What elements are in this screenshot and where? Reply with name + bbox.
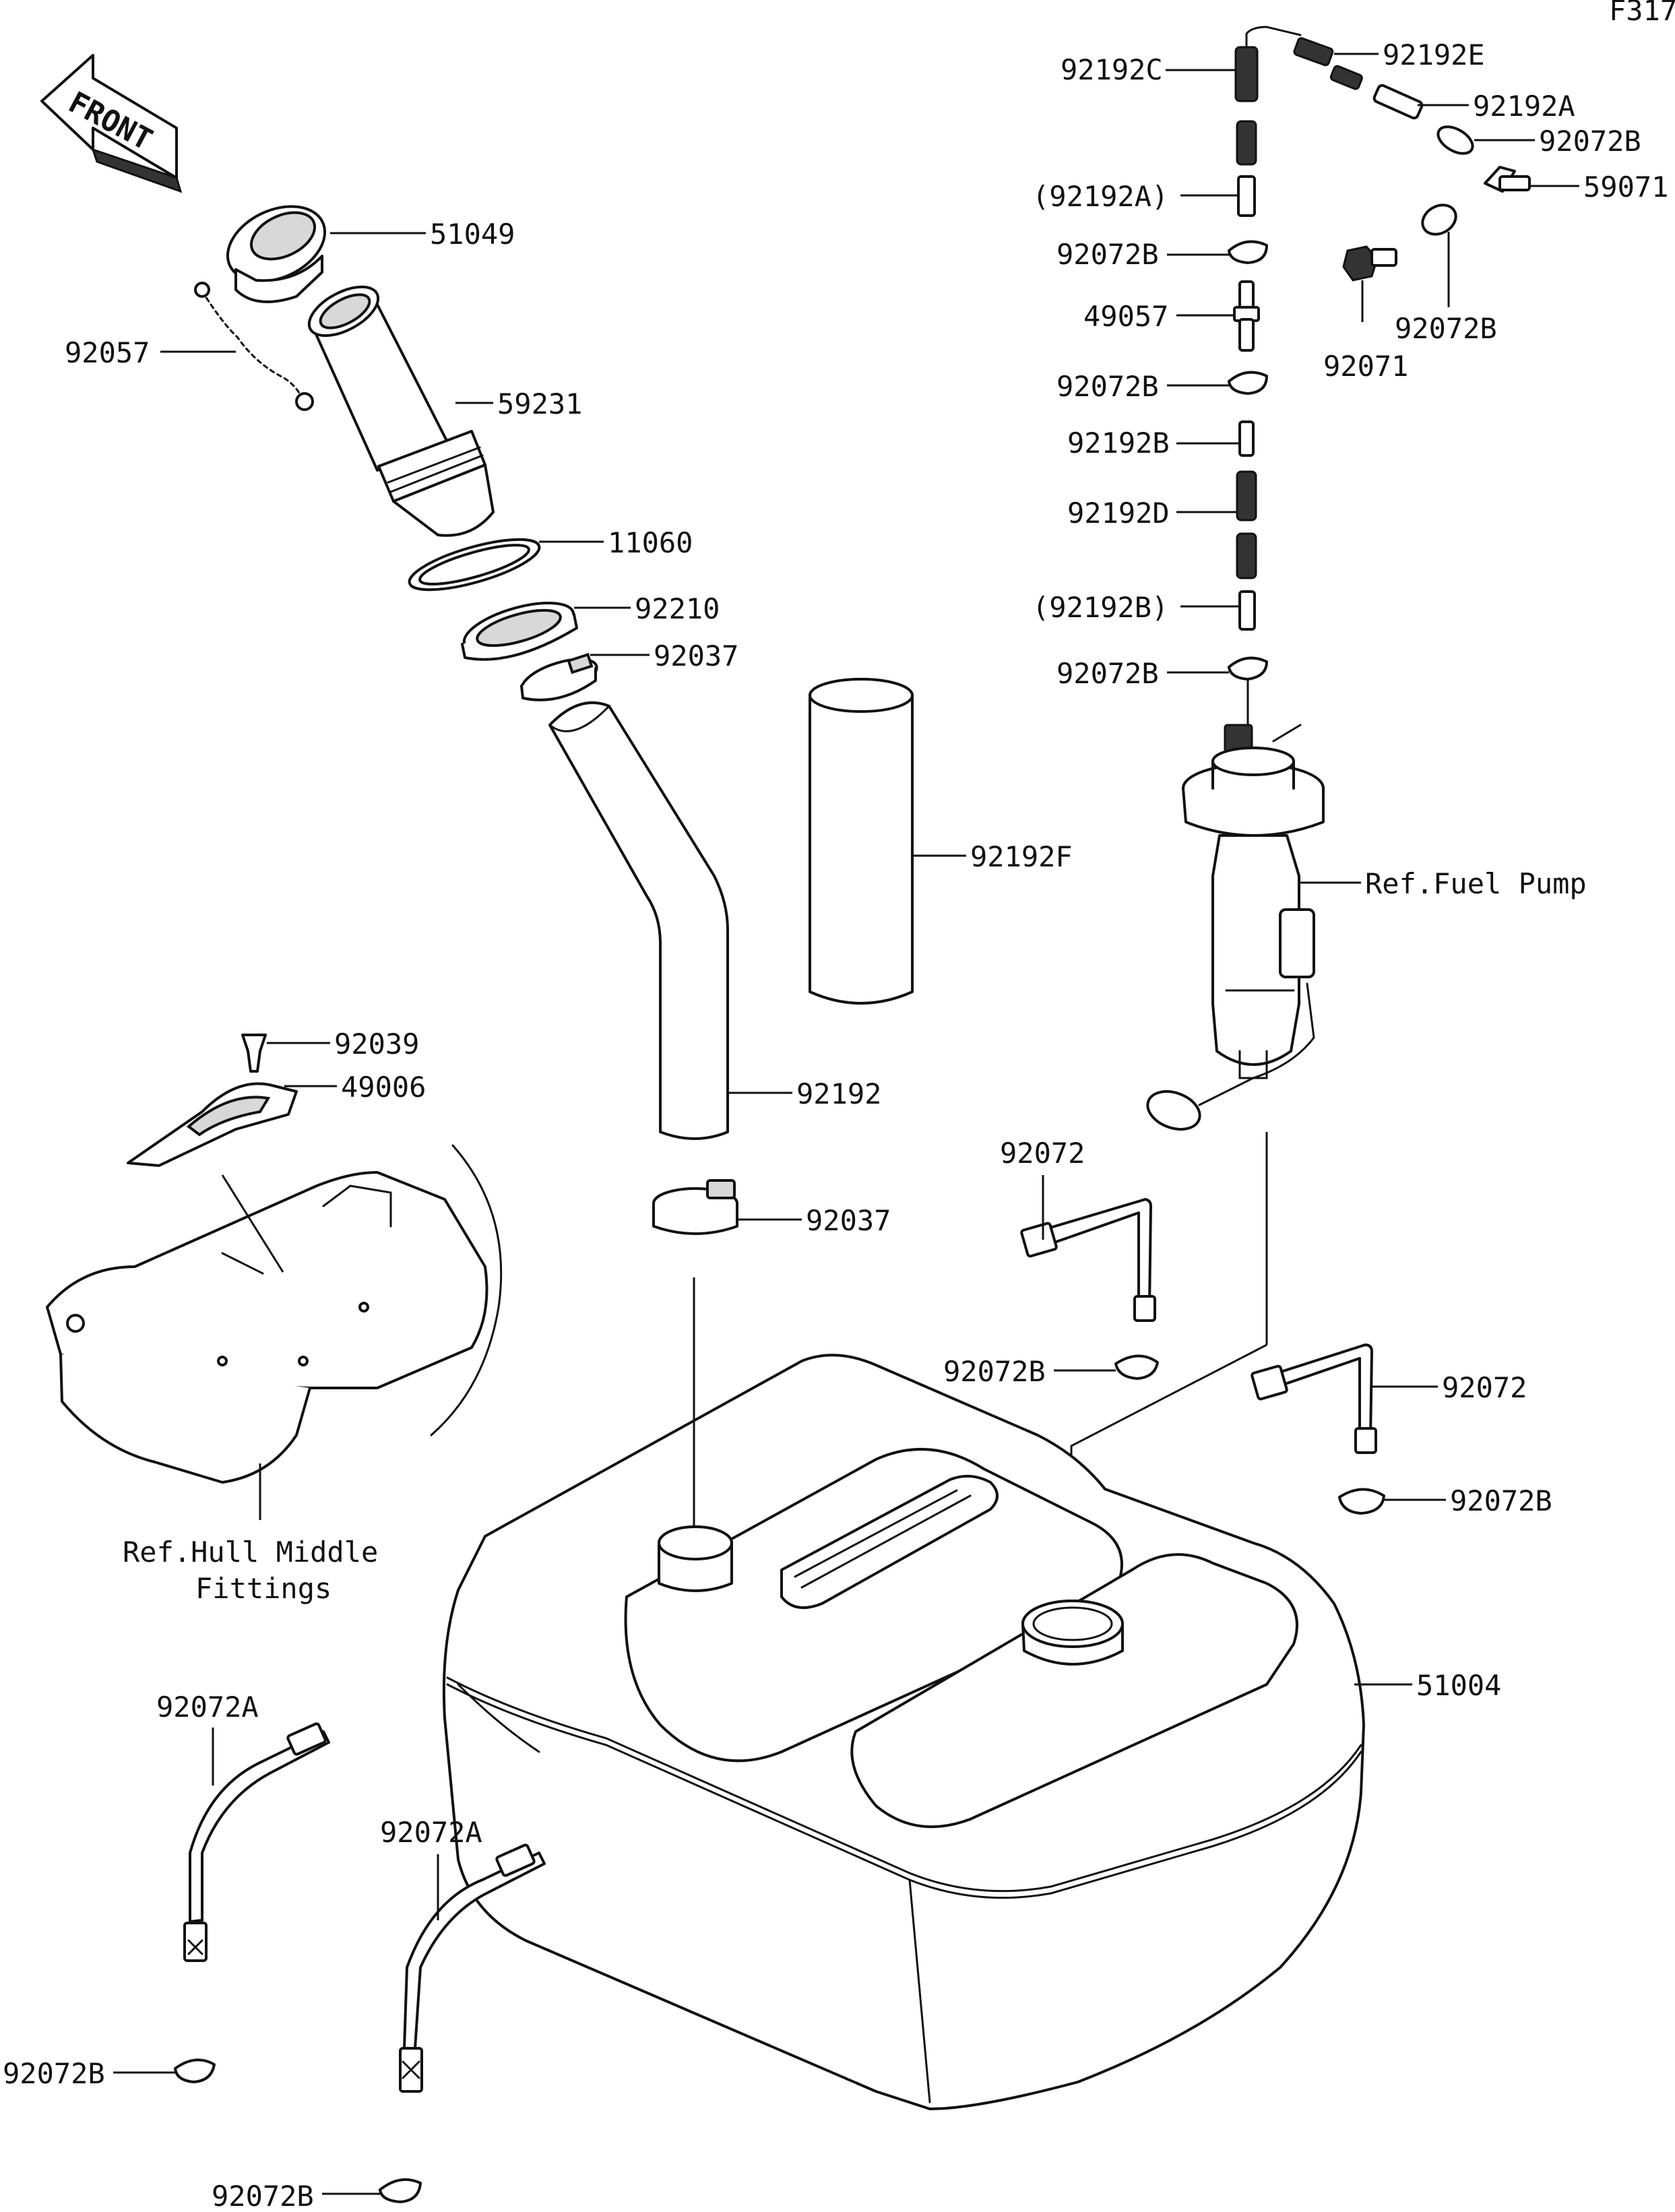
clip-92072B-right-low [1338,1488,1385,1515]
callout-92192F: 92192F [970,840,1073,873]
callout-92057: 92057 [65,336,150,369]
clip-92039 [241,1034,267,1073]
joint-49057 [1233,280,1260,352]
callout-92192C: 92192C [1061,53,1163,86]
callout-92192: 92192 [796,1077,881,1110]
callout-59071: 59071 [1583,170,1668,203]
clip-92072B-1 [1228,240,1268,264]
callout-92210: 92210 [635,592,720,625]
clip-92072B-bl2 [379,2178,422,2203]
callout-92072B-bl1: 92072B [3,2057,105,2090]
fitting-59071 [1484,166,1531,193]
hose-92192A-paren [1237,175,1256,217]
chain-92057 [194,282,314,411]
clip-92072B-2 [1228,371,1268,395]
hose-clamp-92037-top [520,652,598,701]
hull-middle-fittings [46,1144,503,1484]
callout-92072B-top: 92072B [1539,125,1641,158]
callout-51004: 51004 [1416,1669,1501,1702]
callout-92037-top: 92037 [654,639,738,672]
hose-92192B-paren [1238,590,1256,631]
band-92072-right [1251,1344,1377,1454]
ref-fuel-pump: Ref.Fuel Pump [1365,867,1587,900]
clip-92072B-mid [1114,1354,1159,1380]
ring-nut-92210 [461,602,578,661]
callout-92072B-bl2: 92072B [212,2180,314,2212]
callout-92072B-right-low: 92072B [1450,1484,1552,1517]
filler-hose-92192 [548,701,729,1140]
callout-92192A: 92192A [1473,90,1575,123]
front-arrow-icon: FRONT [40,54,183,193]
filler-neck-59231 [307,285,495,537]
callout-92072-right: 92072 [1442,1371,1527,1404]
callout-92072A-1: 92072A [156,1690,259,1724]
hose-clamp-92037-bottom [652,1179,738,1235]
callout-51049: 51049 [430,218,515,251]
callout-59231: 59231 [497,387,582,420]
callout-11060: 11060 [608,526,693,559]
callout-92192D: 92192D [1067,497,1170,530]
callout-92039: 92039 [334,1028,419,1061]
spring-stack-2 [1236,120,1257,166]
callout-92072B-mid: 92072B [943,1355,1046,1388]
ref-hull-middle-line1: Ref.Hull Middle [123,1536,378,1569]
strap-92072A-1 [183,1722,330,1962]
callout-92192E: 92192E [1383,38,1485,71]
hose-92192A [1372,84,1424,120]
callout-92037-bottom: 92037 [806,1204,891,1237]
spring-92192E [1293,37,1334,67]
fuel-pump-assembly [1146,724,1325,1131]
callout-92071: 92071 [1323,350,1408,383]
callout-92072B-1: 92072B [1056,238,1159,271]
fuel-tank-51004 [442,1354,1365,2110]
callout-92072B-3: 92072B [1056,657,1159,690]
callout-49006: 49006 [341,1071,426,1104]
figure-code: F3173 [1609,0,1675,27]
strap-92072A-2 [399,1843,546,2093]
callout-92192A-paren: (92192A) [1032,180,1168,213]
ref-hull-middle-line2: Fittings [195,1572,331,1605]
callout-92072-left: 92072 [1000,1137,1085,1170]
callout-92072A-2: 92072A [380,1816,482,1849]
spring-stack-3 [1236,532,1257,579]
hose-92192B [1238,420,1255,457]
callout-92192B: 92192B [1067,426,1170,460]
spring-92192C [1234,46,1259,102]
bolt-92071 [1342,245,1397,282]
callout-92072B-2: 92072B [1056,370,1159,403]
callout-49057: 49057 [1083,300,1168,333]
clip-92072B-bl1 [174,2058,216,2083]
clip-92072B-3 [1228,656,1268,681]
callout-92192B-paren: (92192B) [1032,591,1168,624]
cover-49006 [127,1082,298,1167]
filler-cap-51049 [226,205,327,303]
spring-92192D [1236,470,1257,522]
clip-92072B-top [1436,125,1474,155]
band-92072-left [1020,1198,1156,1322]
o-ring-11060 [408,538,541,592]
hose-92192F [809,678,914,1005]
spring-92192-small [1329,65,1363,90]
clip-92072B-right [1421,203,1457,236]
callout-92072B-right: 92072B [1395,312,1497,345]
